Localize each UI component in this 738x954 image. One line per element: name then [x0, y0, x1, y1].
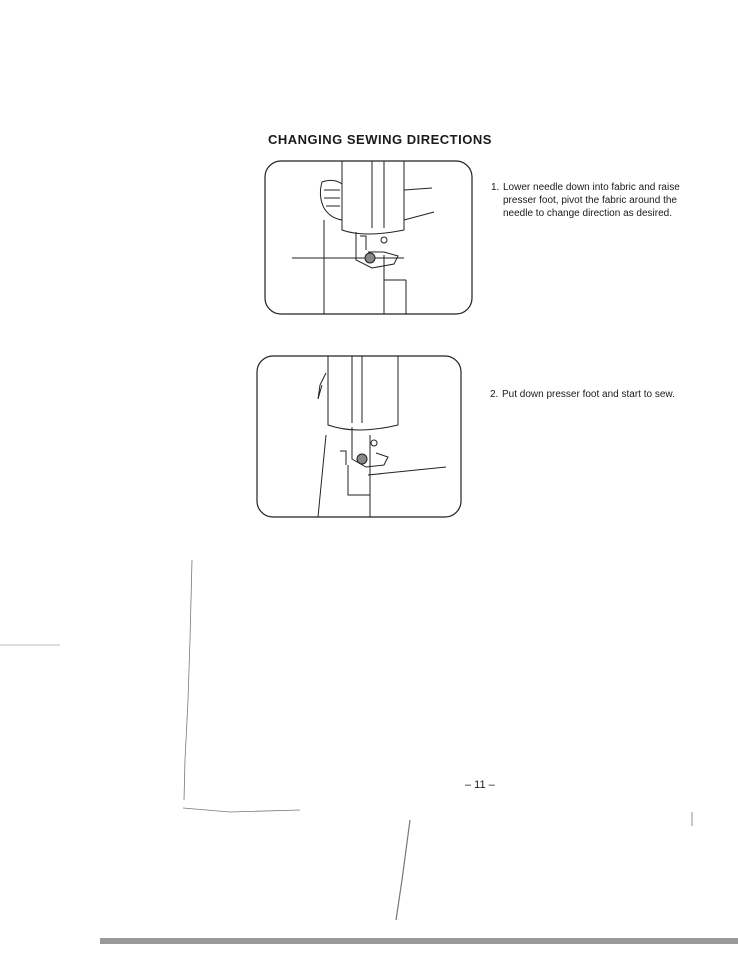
step-1-illustration — [264, 160, 473, 315]
step-2-text: Put down presser foot and start to sew. — [502, 389, 675, 400]
step-2-number: 2. — [490, 389, 499, 400]
sewing-machine-presser-foot-down-icon — [256, 355, 462, 518]
step-1-instruction: 1. Lower needle down into fabric and rai… — [491, 181, 706, 220]
sewing-machine-needle-pivot-icon — [264, 160, 473, 315]
page-number: – 11 – — [465, 779, 495, 791]
step-2-illustration — [256, 355, 462, 518]
step-2-instruction: 2. Put down presser foot and start to se… — [490, 388, 690, 401]
section-title: CHANGING SEWING DIRECTIONS — [268, 132, 492, 147]
step-1-text: Lower needle down into fabric and raise … — [503, 182, 680, 219]
step-1-number: 1. — [491, 182, 500, 193]
